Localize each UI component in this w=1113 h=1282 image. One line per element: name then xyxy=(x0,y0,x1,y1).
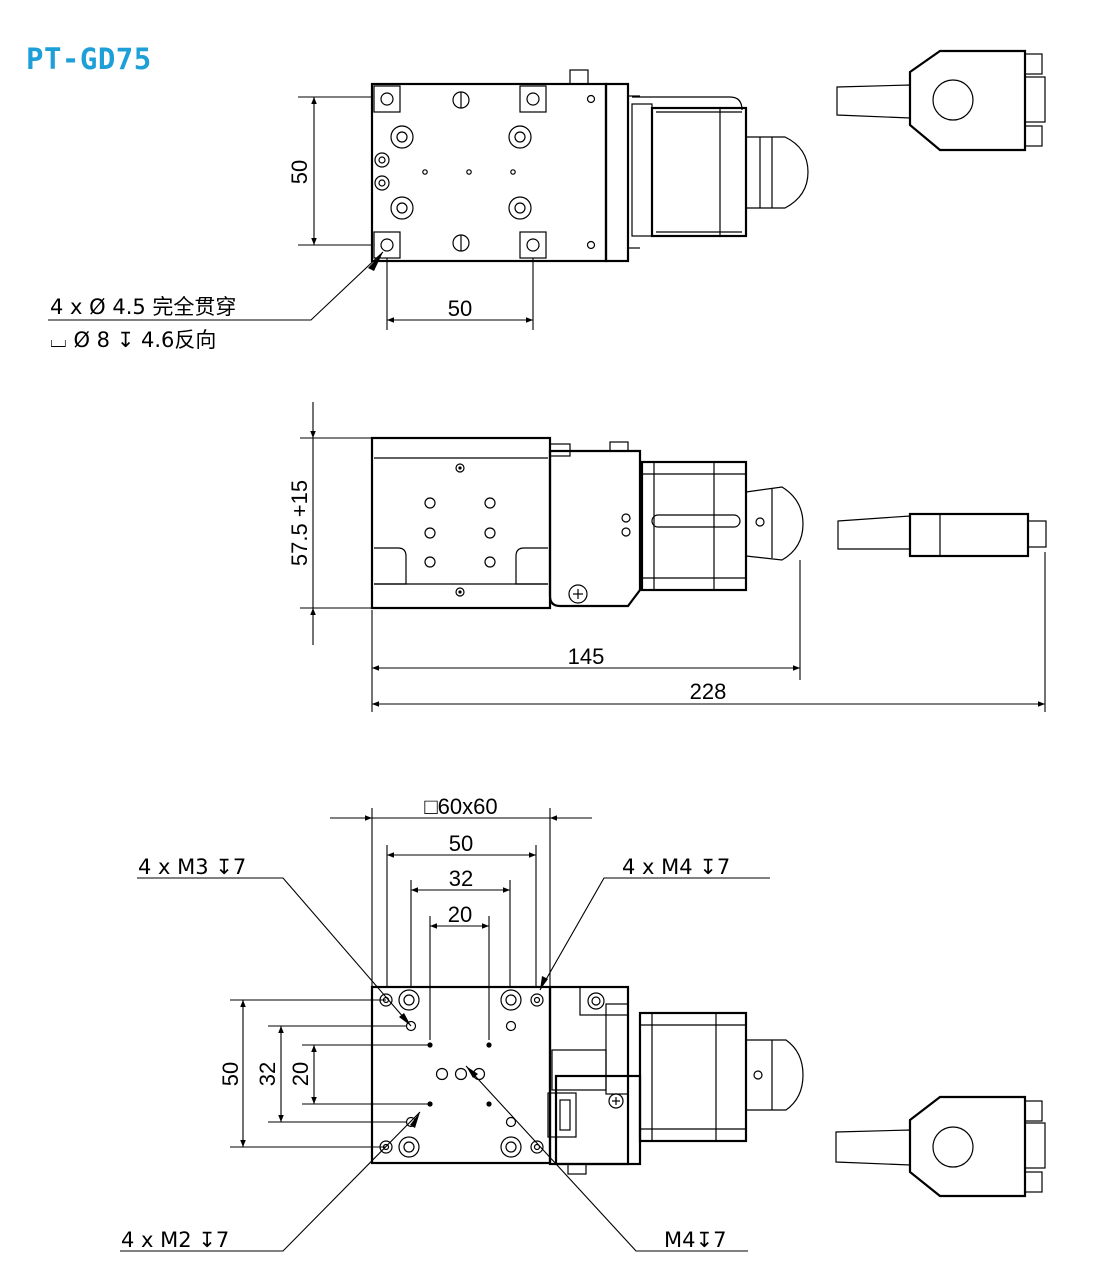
bottom-dim-20-top: 20 xyxy=(448,902,472,927)
bottom-view: □60x60 50 32 20 50 32 20 4 x M3 ↧7 4 x M… xyxy=(120,794,1046,1252)
side-dim-145: 145 xyxy=(568,644,605,669)
motor-knob xyxy=(746,136,809,209)
note-m4-four: 4 x M4 ↧7 xyxy=(622,855,730,879)
side-motor-knob xyxy=(745,486,804,561)
side-view: 57.5 +15 145 228 xyxy=(287,402,1047,712)
stage-top-plate xyxy=(370,82,608,263)
top-view: 50 50 4 x Ø 4.5 完全贯穿 ⌴ Ø 8 ↧ 4.6反向 xyxy=(48,49,1046,352)
note-m3: 4 x M3 ↧7 xyxy=(138,855,246,879)
bottom-dim-32-top: 32 xyxy=(449,866,473,891)
motor-body xyxy=(650,106,748,238)
side-dim-height: 57.5 +15 xyxy=(287,480,312,566)
hole-note-line2: ⌴ Ø 8 ↧ 4.6反向 xyxy=(50,328,216,352)
top-connector xyxy=(836,49,1046,152)
side-connector xyxy=(837,512,1047,558)
bottom-motor-knob xyxy=(746,1039,804,1111)
stage-side-body xyxy=(370,436,552,610)
bottom-dim-square: □60x60 xyxy=(424,794,497,819)
note-m2: 4 x M2 ↧7 xyxy=(121,1228,229,1252)
product-title: PT-GD75 xyxy=(26,42,152,76)
bottom-connector xyxy=(835,1095,1046,1198)
stage-bottom-plate xyxy=(370,985,552,1165)
side-dim-228: 228 xyxy=(690,679,727,704)
bottom-dim-50-top: 50 xyxy=(449,831,473,856)
bottom-motor-body xyxy=(638,1011,748,1143)
top-screw-head xyxy=(569,69,589,85)
bottom-dim-32-left: 32 xyxy=(255,1062,280,1086)
stage-side-plate xyxy=(604,82,630,263)
bottom-dim-20-left: 20 xyxy=(288,1062,313,1086)
bottom-dim-50-left: 50 xyxy=(218,1062,243,1086)
top-dim-width: 50 xyxy=(448,296,472,321)
top-dim-height: 50 xyxy=(287,160,312,184)
motor-mount-block xyxy=(548,449,642,608)
side-motor-body xyxy=(640,460,748,592)
hole-note-line1: 4 x Ø 4.5 完全贯穿 xyxy=(50,295,236,319)
note-m4-single: M4↧7 xyxy=(664,1228,726,1252)
